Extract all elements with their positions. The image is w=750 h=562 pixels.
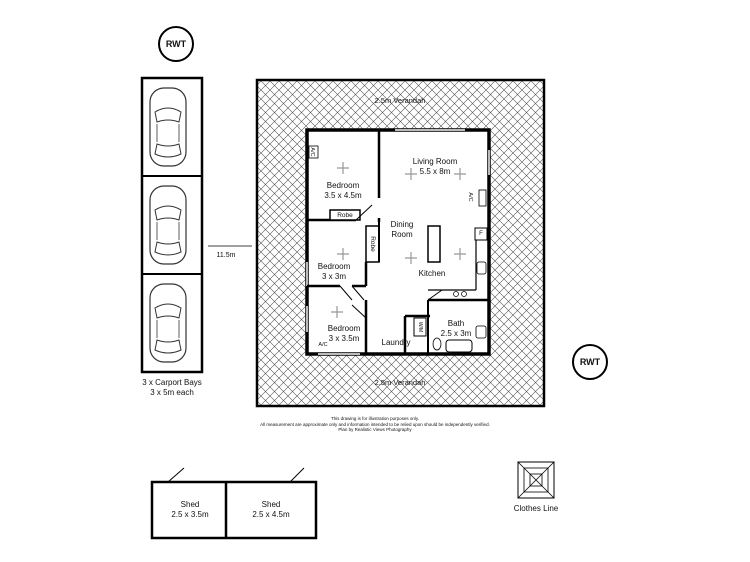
living-room-label: Living Room 5.5 x 8m — [400, 157, 470, 177]
car-2 — [149, 185, 187, 265]
shed-1-name: Shed — [180, 500, 200, 509]
kitchen-label: Kitchen — [418, 269, 446, 278]
bedroom-3-size: 3 x 3.5m — [328, 334, 360, 343]
shed-2-name: Shed — [261, 500, 281, 509]
washing-machine-label: W/M — [417, 321, 423, 333]
fridge-label: F — [479, 231, 483, 237]
carport-label-line1: 3 x Carport Bays — [142, 378, 202, 387]
disclaimer-line3: Plan by Realistic Views Photography — [338, 427, 412, 432]
ac-label-living: A/C — [467, 192, 473, 202]
bedroom-1-label: Bedroom 3.5 x 4.5m — [313, 181, 373, 201]
disclaimer: This drawing is for illustration purpose… — [200, 416, 550, 433]
shed-2-size: 2.5 x 4.5m — [252, 510, 290, 519]
verandah-bottom-label: 2.5m Verandah — [374, 378, 426, 387]
carport-label: 3 x Carport Bays 3 x 5m each — [122, 378, 222, 398]
verandah-top-label: 2.5m Verandah — [374, 96, 426, 105]
dimension-label: 11.5m — [216, 252, 236, 259]
bedroom-3-label: Bedroom 3 x 3.5m — [318, 324, 370, 344]
ac-label-bedroom-3: A/C — [318, 342, 328, 348]
disclaimer-line1: This drawing is for illustration purpose… — [330, 416, 420, 421]
bedroom-3-name: Bedroom — [327, 324, 361, 333]
bedroom-2-name: Bedroom — [317, 262, 351, 271]
ac-label-bedroom-1: A/C — [309, 147, 315, 157]
shed-1-label: Shed 2.5 x 3.5m — [160, 500, 220, 520]
rwt-marker-top: RWT — [158, 26, 194, 62]
bath-name: Bath — [447, 319, 465, 328]
bedroom-2-size: 3 x 3m — [321, 272, 346, 281]
dining-room-label: Dining Room — [384, 220, 420, 240]
bedroom-1-size: 3.5 x 4.5m — [324, 191, 362, 200]
bath-size: 2.5 x 3m — [440, 329, 472, 338]
bath-label: Bath 2.5 x 3m — [436, 319, 476, 339]
shed-1-size: 2.5 x 3.5m — [171, 510, 209, 519]
living-room-name: Living Room — [412, 157, 458, 166]
disclaimer-line2: All measurement are approximate only and… — [260, 421, 490, 427]
clothes-line-symbol — [517, 461, 555, 499]
car-3 — [149, 283, 187, 363]
rwt-marker-right: RWT — [572, 344, 608, 380]
carport-label-line2: 3 x 5m each — [150, 388, 194, 397]
dining-room-name2: Room — [391, 230, 413, 239]
laundry-label: Laundry — [381, 338, 411, 347]
light-fixtures — [331, 162, 466, 318]
robe-2-label: Robe — [369, 236, 376, 252]
bedroom-1-name: Bedroom — [326, 181, 360, 190]
car-1 — [149, 87, 187, 167]
robe-1-label: Robe — [337, 212, 353, 219]
shed-2-label: Shed 2.5 x 4.5m — [240, 500, 302, 520]
dining-room-name: Dining — [390, 220, 414, 229]
living-room-size: 5.5 x 8m — [419, 167, 451, 176]
bedroom-2-label: Bedroom 3 x 3m — [308, 262, 360, 282]
sheds — [150, 467, 318, 540]
clothes-line-label: Clothes Line — [513, 504, 559, 513]
